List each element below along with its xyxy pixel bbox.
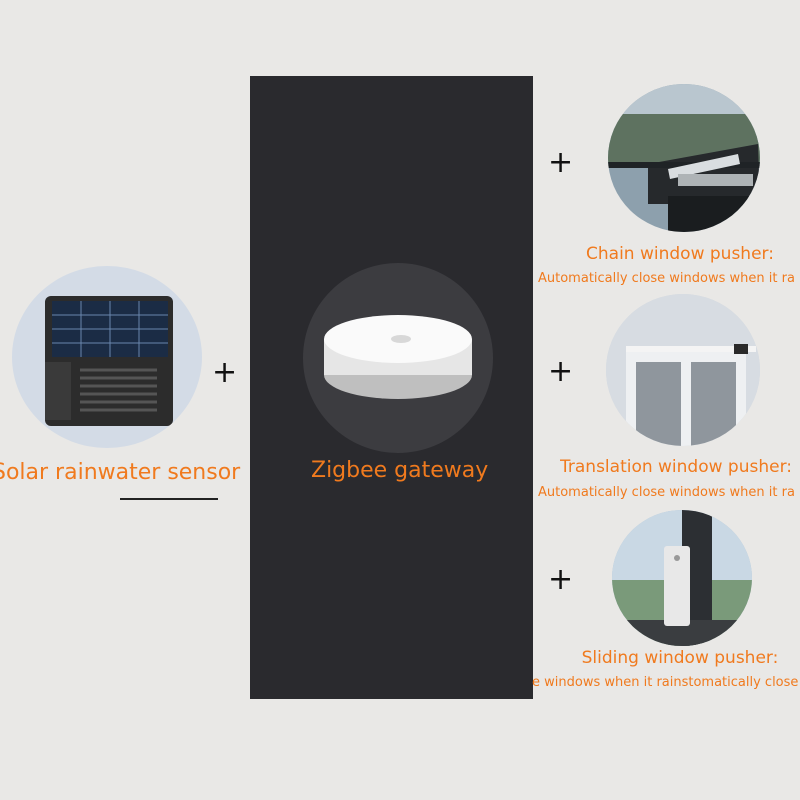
sliding-window-icon (612, 510, 752, 646)
translation-window-icon (606, 294, 760, 446)
translation-window-image (606, 294, 760, 446)
solar-sensor-icon (45, 296, 173, 426)
plus-sign-chain: + (548, 145, 574, 180)
chain-window-icon (608, 84, 760, 232)
chain-subtitle-wrap: Automatically close windows when it ra (538, 267, 800, 287)
chain-window-title: Chain window pusher: (586, 244, 774, 264)
plus-sign-translation: + (548, 354, 574, 389)
plus-sign-left: + (212, 355, 238, 390)
sliding-title-wrap: Sliding window pusher: (560, 648, 800, 672)
solar-sensor-image (12, 266, 202, 448)
sliding-window-subtitle: e windows when it rainstomatically close (532, 675, 799, 690)
sliding-window-image (612, 510, 752, 646)
gateway-icon (324, 315, 472, 399)
translation-window-title: Translation window pusher: (560, 457, 793, 477)
label-underline (120, 498, 218, 500)
translation-title-wrap: Translation window pusher: (560, 457, 800, 481)
translation-window-subtitle: Automatically close windows when it ra (538, 485, 795, 500)
sliding-window-title: Sliding window pusher: (581, 648, 779, 668)
plus-sign-sliding: + (548, 562, 574, 597)
translation-subtitle-wrap: Automatically close windows when it ra (538, 481, 800, 501)
solar-sensor-label: Solar rainwater sensor (0, 460, 241, 485)
sliding-subtitle-wrap: e windows when it rainstomatically close (532, 671, 800, 691)
chain-title-wrap: Chain window pusher: (560, 244, 800, 268)
chain-window-image (608, 84, 760, 232)
chain-window-subtitle: Automatically close windows when it ra (538, 271, 795, 286)
gateway-image (303, 263, 493, 453)
gateway-label: Zigbee gateway (311, 458, 489, 483)
